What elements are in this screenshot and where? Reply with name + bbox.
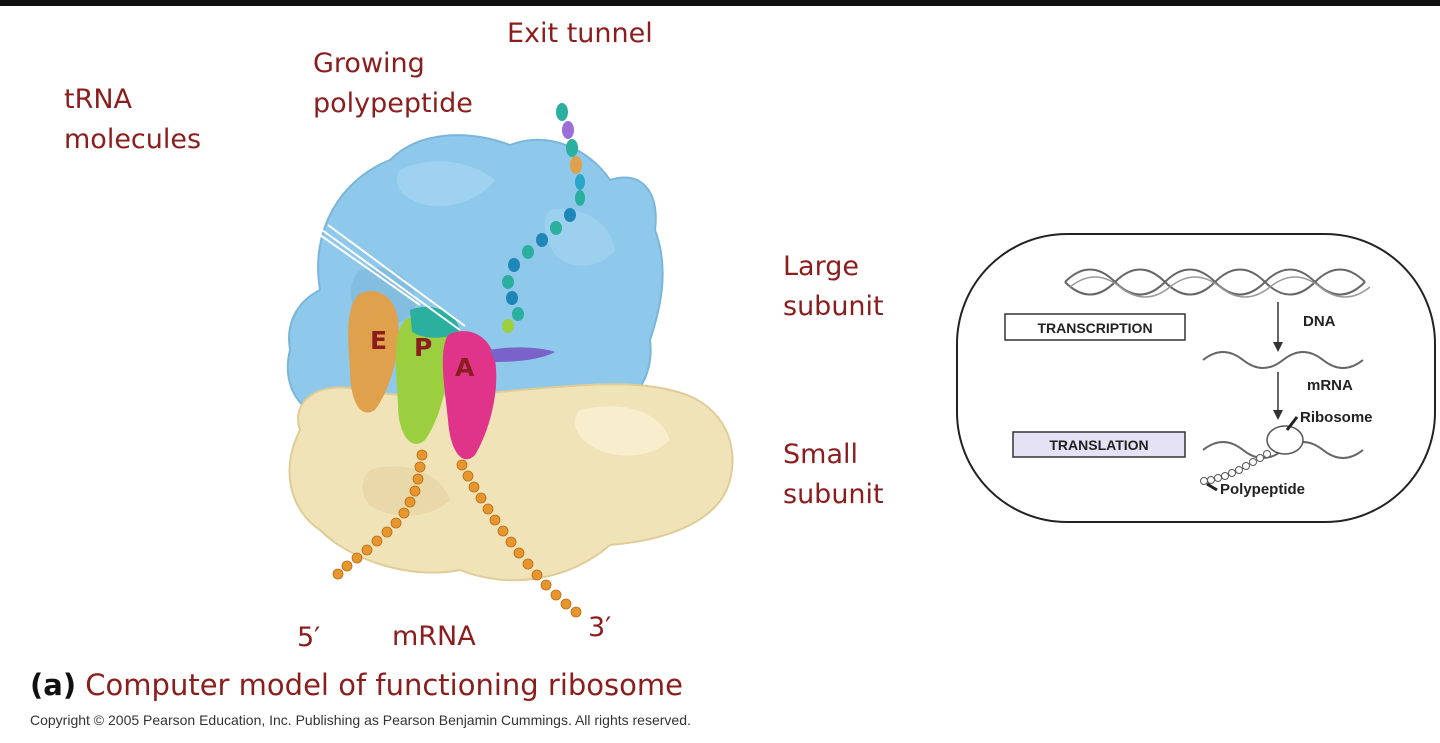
label-small: Small [783,439,858,470]
label-trna: tRNA [64,84,133,115]
label-growing: Growing [313,48,425,79]
label-mrna: mRNA [392,621,476,652]
label-exit-tunnel: Exit tunnel [507,18,653,49]
label-polypeptide: polypeptide [313,88,473,119]
panel-polypeptide-chain [1200,450,1271,485]
mrna-strand-5prime [332,449,428,580]
polypeptide-label: Polypeptide [1220,481,1305,498]
dna-helix [1064,268,1371,298]
caption-letter: (a) [30,668,77,702]
small-subunit-shape [288,383,734,582]
polypeptide-chain [502,103,585,333]
figure-caption: (a) Computer model of functioning riboso… [30,668,683,702]
gene-expression-panel: TRANSCRIPTION DNA mRNA TRANSLATION Ribos… [956,233,1436,523]
mrna-panel-label: mRNA [1307,377,1353,394]
mrna-strand-3prime [456,459,582,618]
a-site-label: A [455,353,475,382]
label-3-prime: 3′ [588,612,612,643]
ribosome-model [286,103,734,618]
copyright-notice: Copyright © 2005 Pearson Education, Inc.… [30,712,691,728]
a-site-trna [442,331,497,460]
e-site-trna [348,291,399,413]
panel-ribosome-icon [1266,425,1304,455]
ribosome-label: Ribosome [1300,409,1373,426]
translation-box [1012,431,1186,458]
label-5-prime: 5′ [297,622,321,653]
p-site-trna [395,314,449,444]
caption-text: Computer model of functioning ribosome [85,668,683,702]
label-large-subunit: subunit [783,291,884,322]
p-site-label: P [414,333,433,362]
top-border [0,0,1440,6]
label-large: Large [783,251,859,282]
e-site-label: E [370,326,388,355]
label-molecules: molecules [64,124,202,155]
mrna-wave [1202,351,1364,369]
transcription-box [1004,313,1186,341]
dna-label: DNA [1303,313,1336,330]
transcription-label: TRANSCRIPTION [1037,320,1152,336]
label-small-subunit: subunit [783,479,884,510]
translation-label: TRANSLATION [1049,437,1148,453]
